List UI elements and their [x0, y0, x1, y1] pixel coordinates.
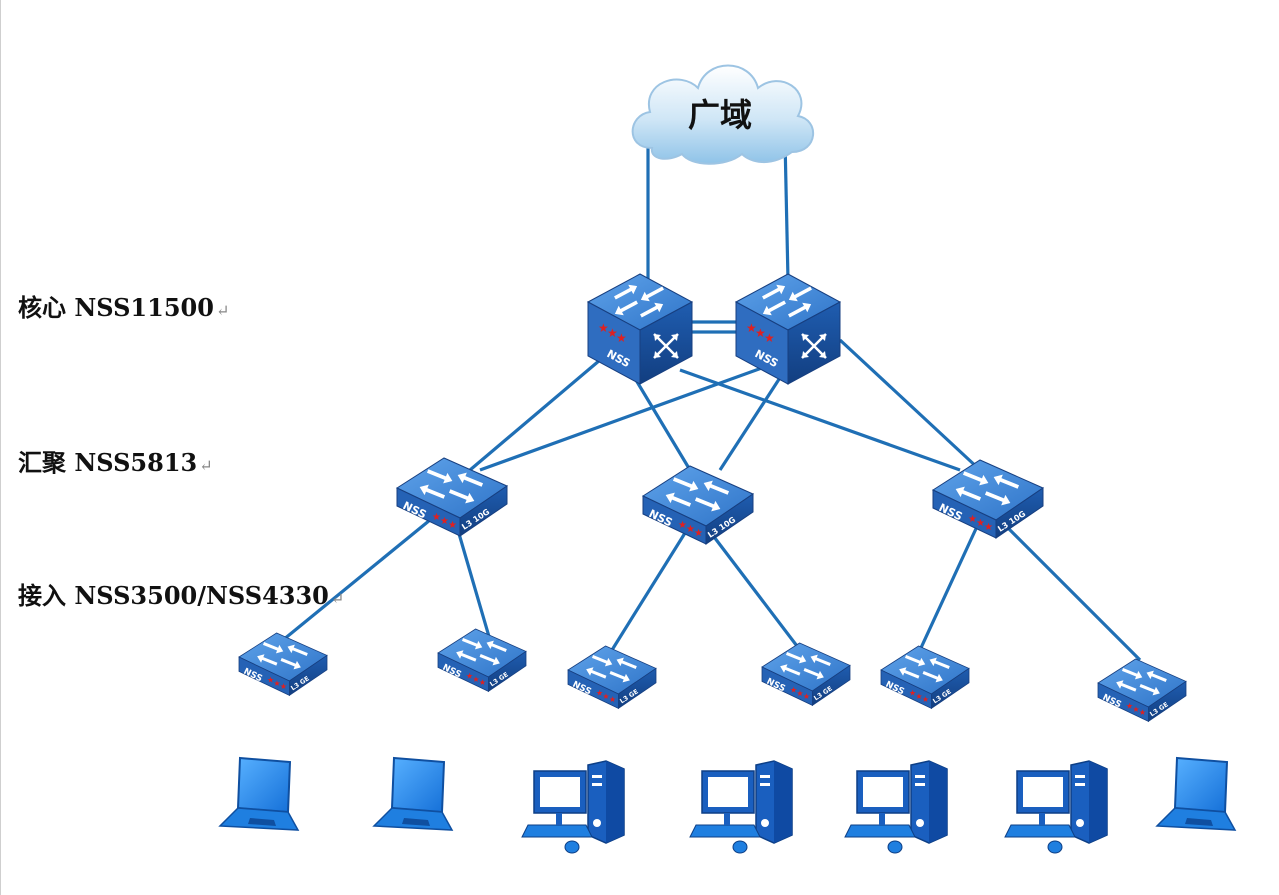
access-switches: NSS★★★L3 GE NSS★★★L3 GE NSS★★★L3 GE NSS★★★L… — [238, 628, 1187, 723]
core-switches: ★★★NSS ★★★NSS — [586, 273, 842, 385]
layer-label-core-text: 核心 NSS11500 — [18, 293, 214, 322]
access-switch: NSS★★★L3 GE — [567, 645, 657, 710]
star-icon: ★ — [746, 321, 757, 335]
star-icon: ★ — [968, 514, 977, 525]
aggregation-switches: NSS★★★L3 10G NSS★★★L3 10G NSS★★★L3 10G — [395, 457, 1045, 545]
star-icon: ★ — [915, 692, 922, 701]
paragraph-mark: ↵ — [199, 456, 213, 475]
star-icon: ★ — [755, 326, 766, 340]
star-icon: ★ — [609, 695, 616, 704]
star-icon: ★ — [448, 520, 457, 531]
star-icon: ★ — [1139, 708, 1146, 717]
star-icon: ★ — [273, 679, 280, 688]
desktop-computer-icon — [521, 760, 625, 854]
star-icon: ★ — [280, 682, 287, 691]
network-link — [610, 524, 692, 651]
layer-label-access: 接入 NSS3500/NSS4330↵ — [18, 576, 344, 611]
star-icon: ★ — [440, 516, 449, 527]
star-icon: ★ — [472, 675, 479, 684]
layer-label-aggregation: 汇聚 NSS5813↵ — [18, 443, 213, 478]
aggregation-switch-nss5813: NSS★★★L3 10G — [395, 457, 509, 537]
core-switch-nss11500: ★★★NSS — [586, 273, 694, 385]
access-switch: NSS★★★L3 GE — [1097, 658, 1187, 723]
desktop-computer-icon — [1004, 760, 1108, 854]
access-switch: NSS★★★L3 GE — [761, 642, 851, 707]
end-devices — [218, 756, 1237, 854]
star-icon: ★ — [1126, 702, 1133, 711]
network-link — [718, 369, 787, 471]
network-link — [479, 363, 771, 472]
star-icon: ★ — [790, 686, 797, 695]
aggregation-switch-nss5813: NSS★★★L3 10G — [641, 465, 755, 545]
star-icon: ★ — [984, 522, 993, 533]
network-link — [468, 358, 602, 472]
star-icon: ★ — [466, 672, 473, 681]
network-link — [783, 139, 790, 281]
wan-cloud-label: 广域 — [688, 96, 752, 134]
star-icon: ★ — [602, 692, 609, 701]
star-icon: ★ — [607, 326, 618, 340]
star-icon: ★ — [432, 512, 441, 523]
star-icon: ★ — [803, 692, 810, 701]
laptop-icon — [1155, 756, 1237, 831]
access-switch: NSS★★★L3 GE — [880, 645, 970, 710]
network-link — [679, 368, 961, 472]
network-link — [998, 518, 1142, 662]
network-link — [703, 524, 802, 651]
network-link — [838, 338, 982, 472]
laptop-icon — [218, 756, 300, 831]
access-switch: NSS★★★L3 GE — [238, 632, 328, 697]
core-switch-nss11500: ★★★NSS — [734, 273, 842, 385]
star-icon: ★ — [596, 689, 603, 698]
network-link — [281, 518, 432, 642]
layer-label-aggregation-text: 汇聚 NSS5813 — [18, 448, 198, 477]
network-link — [918, 519, 982, 651]
left-border — [0, 0, 1, 895]
layer-label-access-text: 接入 NSS3500/NSS4330 — [18, 581, 329, 610]
layer-label-core: 核心 NSS11500↵ — [18, 288, 229, 323]
star-icon: ★ — [598, 321, 609, 335]
wan-cloud: 广域 — [631, 64, 815, 165]
star-icon: ★ — [479, 678, 486, 687]
star-icon: ★ — [678, 520, 687, 531]
star-icon: ★ — [909, 689, 916, 698]
network-link — [453, 519, 492, 641]
desktop-computer-icon — [844, 760, 948, 854]
access-switch: NSS★★★L3 GE — [437, 628, 527, 693]
star-icon: ★ — [764, 331, 775, 345]
star-icon: ★ — [1132, 705, 1139, 714]
star-icon: ★ — [694, 528, 703, 539]
network-link — [628, 369, 692, 471]
star-icon: ★ — [686, 524, 695, 535]
aggregation-switch-nss5813: NSS★★★L3 10G — [931, 459, 1045, 539]
star-icon: ★ — [616, 331, 627, 345]
network-links — [281, 128, 1142, 662]
star-icon: ★ — [922, 695, 929, 704]
star-icon: ★ — [267, 676, 274, 685]
paragraph-mark: ↵ — [215, 301, 230, 320]
star-icon: ★ — [976, 518, 985, 529]
laptop-icon — [372, 756, 454, 831]
paragraph-mark: ↵ — [330, 589, 345, 608]
desktop-computer-icon — [689, 760, 793, 854]
star-icon: ★ — [796, 689, 803, 698]
